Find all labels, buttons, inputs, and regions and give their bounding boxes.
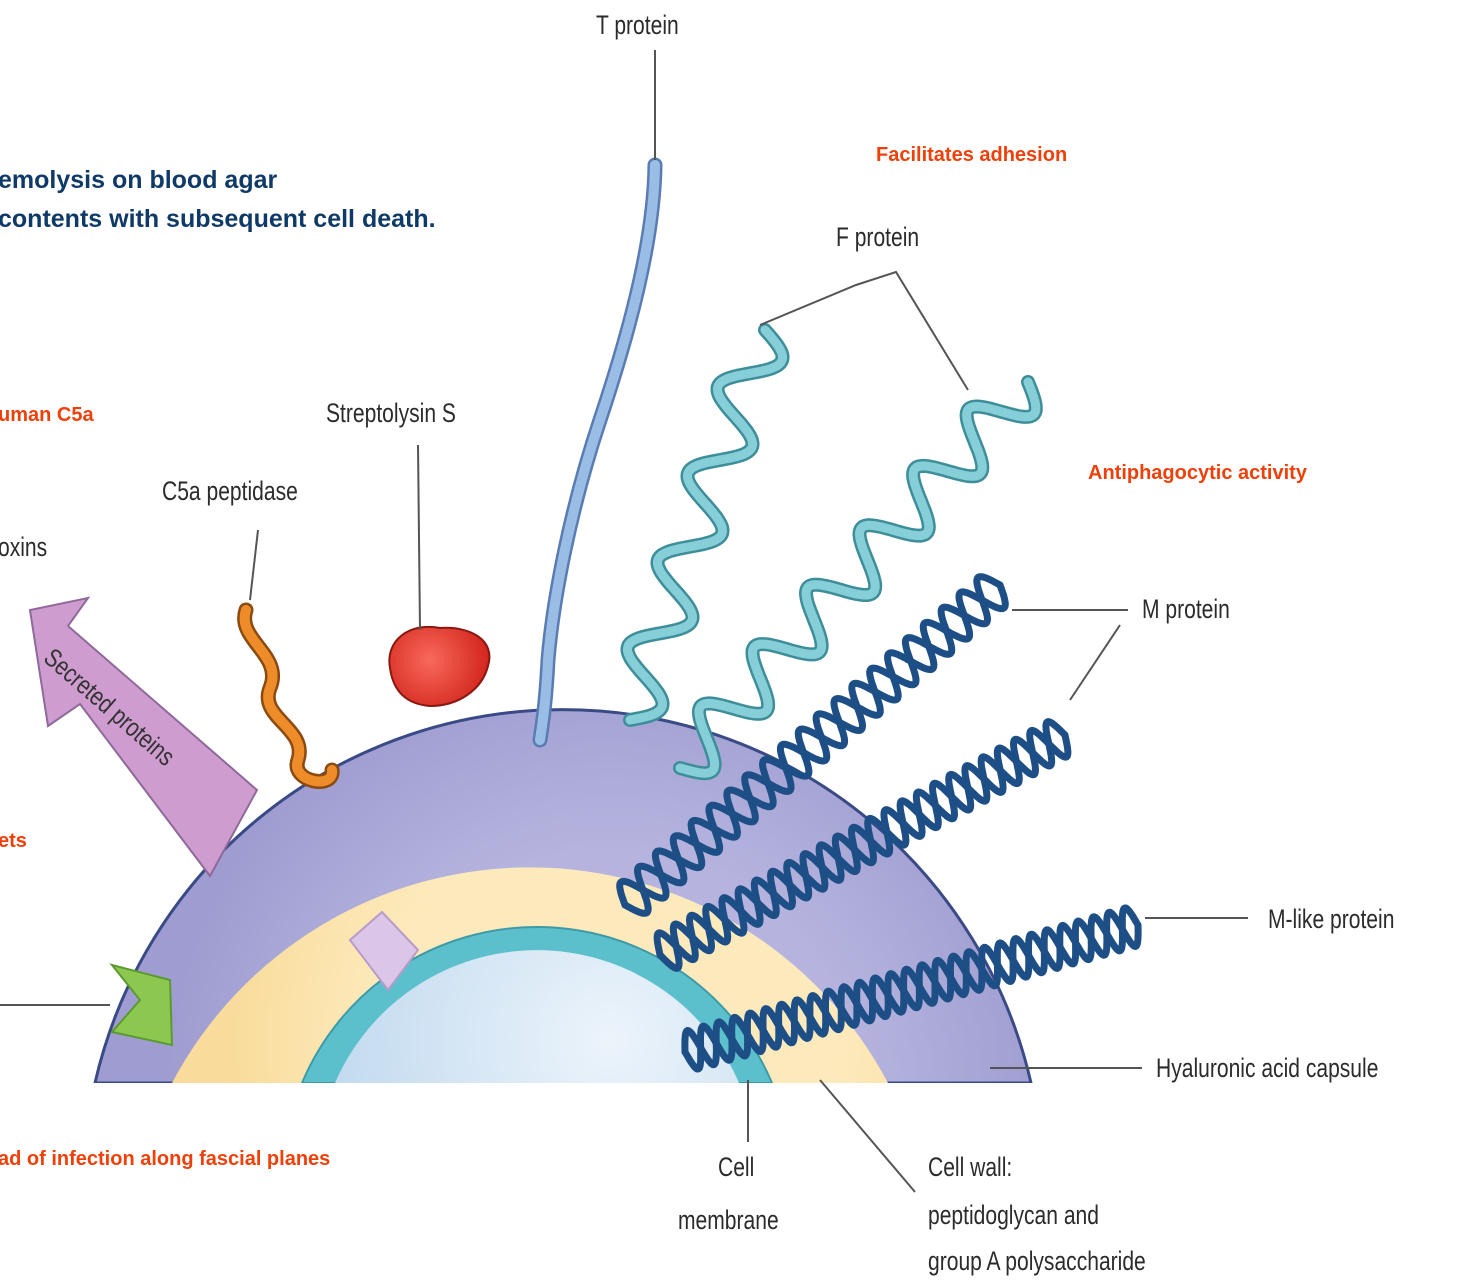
cell-wall-label-line1: Cell wall: (928, 1152, 1012, 1183)
cell-membrane-label-line2: membrane (678, 1205, 779, 1236)
m-protein-leader-bottom (1070, 625, 1120, 700)
m-like-protein-label: M-like protein (1268, 904, 1394, 935)
hemolysis-note-line1: emolysis on blood agar (0, 166, 277, 195)
facilitates-adhesion-note: Facilitates adhesion (876, 144, 1067, 167)
hyaluronic-capsule-label: Hyaluronic acid capsule (1156, 1053, 1378, 1084)
f-protein-label: F protein (836, 222, 919, 253)
cell-wall-leader (820, 1080, 915, 1192)
c5a-peptidase-leader (250, 530, 258, 600)
ets-note: ets (0, 830, 27, 853)
t-protein-label: T protein (596, 10, 679, 41)
human-c5a-note: uman C5a (0, 404, 94, 427)
cell-wall-label-line2: peptidoglycan and (928, 1200, 1099, 1231)
streptolysin-s-shape (389, 627, 489, 706)
m-protein-label: M protein (1142, 594, 1230, 625)
c5a-peptidase-shape (245, 610, 333, 781)
hemolysis-note-line2: contents with subsequent cell death. (0, 205, 436, 234)
antiphagocytic-note: Antiphagocytic activity (1088, 462, 1307, 485)
cell-wall-label-line3: group A polysaccharide (928, 1246, 1146, 1277)
c5a-peptidase-label: C5a peptidase (162, 476, 298, 507)
streptolysin-leader (418, 445, 420, 630)
spread-infection-note: ad of infection along fascial planes (0, 1148, 330, 1171)
f-protein-leader (760, 272, 968, 390)
streptolysin-s-label: Streptolysin S (326, 398, 456, 429)
cell-membrane-label-line1: Cell (718, 1152, 754, 1183)
t-protein-shape (540, 165, 655, 740)
toxins-label: oxins (0, 532, 47, 563)
